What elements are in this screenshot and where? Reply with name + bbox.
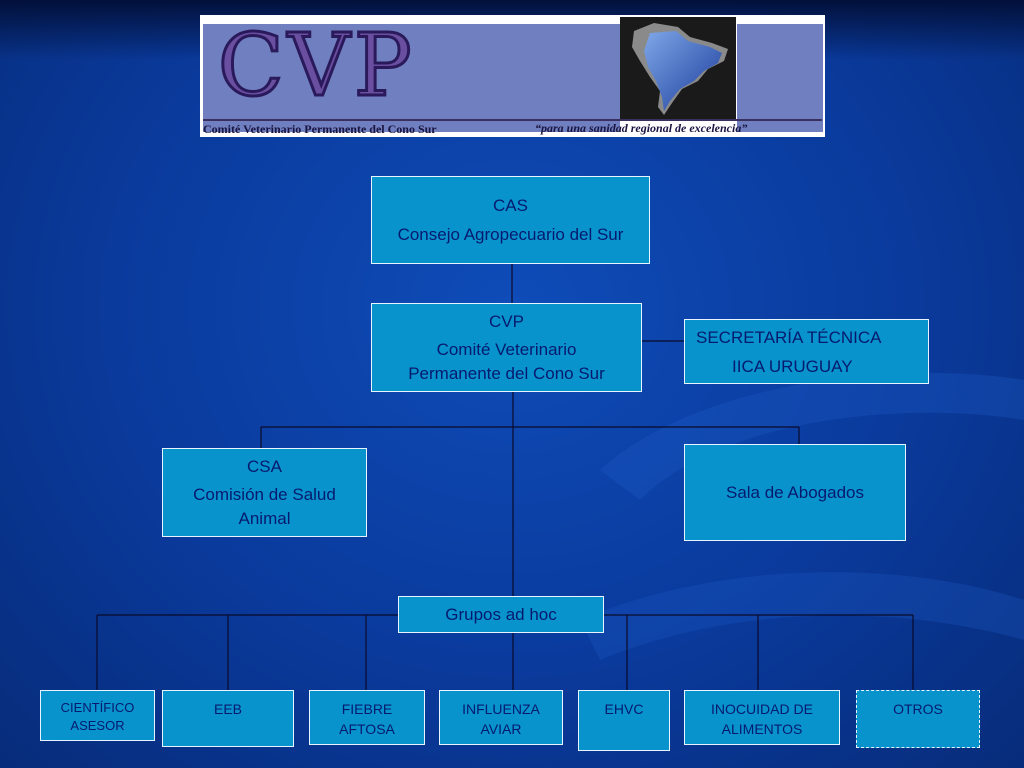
node-csa-name-line2: Animal xyxy=(238,508,291,528)
south-america-map-icon xyxy=(620,17,736,120)
group-fiebre-line1: FIEBRE xyxy=(341,701,393,717)
group-eeb: EEB xyxy=(162,690,294,747)
group-cientifico-asesor: CIENTÍFICO ASESOR xyxy=(40,690,155,741)
cvp-logo-text: CVP xyxy=(217,16,416,116)
cvp-banner: CVP Comité Veterinario Permanente del Co… xyxy=(200,15,825,137)
node-cas-acronym: CAS xyxy=(493,196,528,215)
group-cientifico-line2: ASESOR xyxy=(70,718,125,733)
group-ehvc: EHVC xyxy=(578,690,670,751)
node-cas-name: Consejo Agropecuario del Sur xyxy=(397,225,624,244)
node-csa: CSA Comisión de Salud Animal xyxy=(162,448,367,537)
node-csa-acronym: CSA xyxy=(247,456,282,476)
group-eeb-label: EEB xyxy=(213,701,242,717)
node-cvp-name-line1: Comité Veterinario xyxy=(436,339,577,359)
node-grupos-label: Grupos ad hoc xyxy=(445,604,557,624)
group-cientifico-line1: CIENTÍFICO xyxy=(60,700,135,715)
node-csa-name-line1: Comisión de Salud xyxy=(193,484,336,504)
banner-subtitle: Comité Veterinario Permanente del Cono S… xyxy=(203,122,437,136)
node-cas: CAS Consejo Agropecuario del Sur xyxy=(371,176,650,264)
group-fiebre-aftosa: FIEBRE AFTOSA xyxy=(309,690,425,745)
banner-divider xyxy=(203,119,822,121)
group-inocuidad-line2: ALIMENTOS xyxy=(721,721,803,737)
group-fiebre-line2: AFTOSA xyxy=(339,721,395,737)
group-inocuidad-line1: INOCUIDAD DE xyxy=(711,701,813,717)
node-grupos-ad-hoc: Grupos ad hoc xyxy=(398,596,604,633)
node-cvp: CVP Comité Veterinario Permanente del Co… xyxy=(371,303,642,392)
group-otros: OTROS xyxy=(856,690,980,748)
node-sala-abogados: Sala de Abogados xyxy=(684,444,906,541)
node-secretaria-title: SECRETARÍA TÉCNICA xyxy=(696,327,882,347)
group-influenza-line1: INFLUENZA xyxy=(462,701,540,717)
node-secretaria-tecnica: SECRETARÍA TÉCNICA IICA URUGUAY xyxy=(684,319,929,384)
banner-band-right xyxy=(737,24,823,132)
group-influenza-line2: AVIAR xyxy=(480,721,522,737)
node-cvp-name-line2: Permanente del Cono Sur xyxy=(408,363,605,383)
node-sala-abogados-label: Sala de Abogados xyxy=(725,482,864,502)
group-influenza-aviar: INFLUENZA AVIAR xyxy=(439,690,563,745)
group-inocuidad-alimentos: INOCUIDAD DE ALIMENTOS xyxy=(684,690,840,745)
group-ehvc-label: EHVC xyxy=(604,701,644,717)
group-otros-label: OTROS xyxy=(893,701,943,717)
banner-motto: “para una sanidad regional de excelencia… xyxy=(535,121,748,135)
node-secretaria-org: IICA URUGUAY xyxy=(732,356,853,376)
node-cvp-acronym: CVP xyxy=(489,311,524,331)
banner-band xyxy=(203,24,620,132)
